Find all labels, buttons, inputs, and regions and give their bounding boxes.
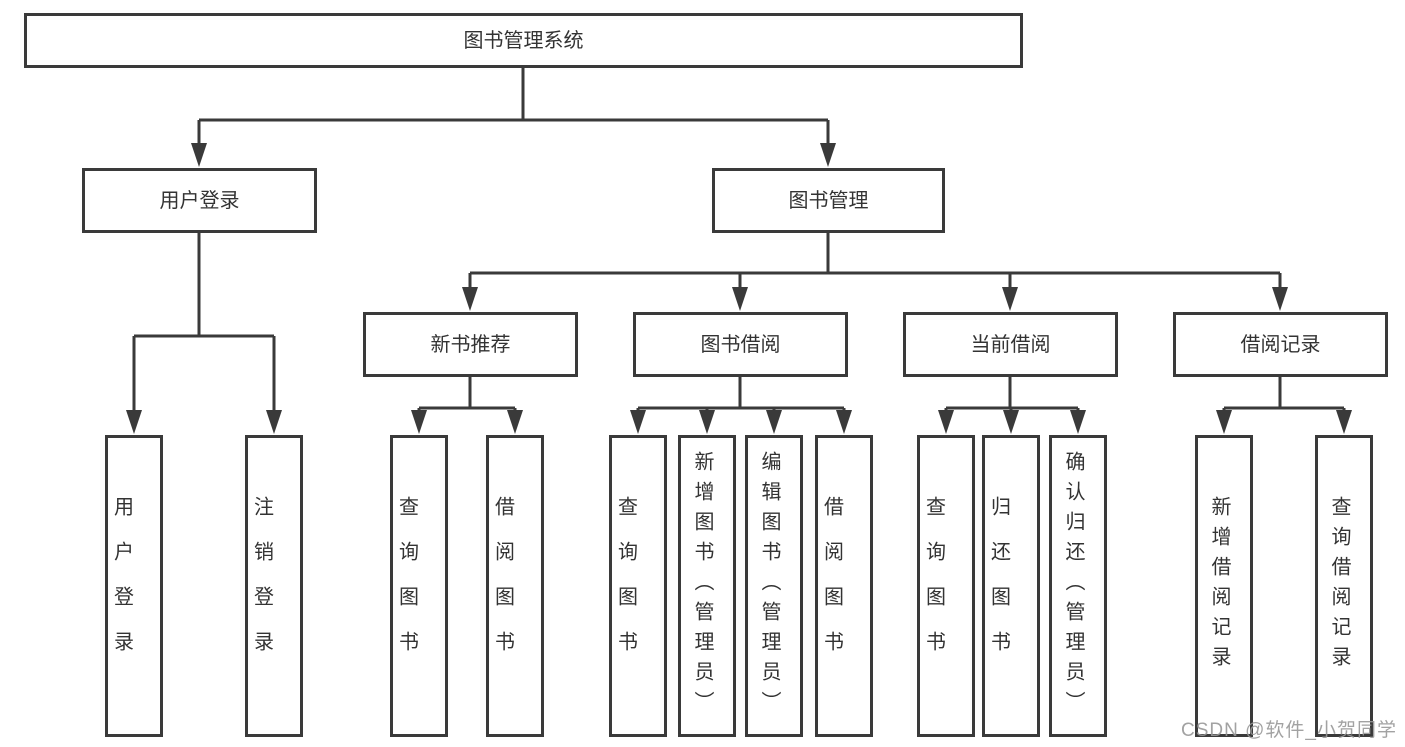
leaf-logout: 注销登录: [245, 435, 303, 737]
leaf-return-book: 归还图书: [982, 435, 1040, 737]
leaf-edit-book-admin: 编辑图书（管理员）: [745, 435, 803, 737]
node-label: 查询借阅记录: [1328, 496, 1350, 676]
node-label: 借阅记录: [1240, 333, 1321, 356]
node-book-borrowing: 图书借阅: [633, 312, 848, 377]
node-book-management: 图书管理: [712, 168, 945, 233]
node-borrowing-records: 借阅记录: [1173, 312, 1388, 377]
leaf-borrow-books-borrowing: 借阅图书: [815, 435, 873, 737]
csdn-watermark: CSDN @软件_小贺同学: [1181, 720, 1397, 741]
leaf-confirm-return-admin: 确认归还（管理员）: [1049, 435, 1107, 737]
node-label: 归还图书: [987, 496, 1010, 676]
leaf-query-books-current: 查询图书: [917, 435, 975, 737]
node-label: 新增借阅记录: [1208, 496, 1230, 676]
node-label: 查询图书: [395, 496, 418, 676]
node-label: 借阅图书: [820, 496, 843, 676]
node-label: 当前借阅: [970, 333, 1051, 356]
node-label: 用户登录: [159, 189, 240, 212]
leaf-borrow-books-recommend: 借阅图书: [486, 435, 544, 737]
node-label: 编辑图书（管理员）: [758, 451, 780, 721]
leaf-query-books-borrowing: 查询图书: [609, 435, 667, 737]
node-new-book-recommendation: 新书推荐: [363, 312, 578, 377]
node-library-management-system: 图书管理系统: [24, 13, 1023, 68]
node-current-borrowing: 当前借阅: [903, 312, 1118, 377]
leaf-add-book-admin: 新增图书（管理员）: [678, 435, 736, 737]
node-label: 借阅图书: [491, 496, 514, 676]
leaf-query-books-recommend: 查询图书: [390, 435, 448, 737]
node-label: 用户登录: [110, 496, 133, 676]
node-label: 图书借阅: [700, 333, 781, 356]
node-label: 新增图书（管理员）: [691, 451, 713, 721]
node-user-login: 用户登录: [82, 168, 317, 233]
node-label: 确认归还（管理员）: [1062, 451, 1084, 721]
node-label: 图书管理: [788, 189, 869, 212]
node-label: 查询图书: [922, 496, 945, 676]
node-label: 新书推荐: [430, 333, 511, 356]
leaf-user-login: 用户登录: [105, 435, 163, 737]
node-label: 注销登录: [250, 496, 273, 676]
node-label: 图书管理系统: [463, 29, 584, 52]
leaf-add-borrow-record: 新增借阅记录: [1195, 435, 1253, 737]
leaf-query-borrow-record: 查询借阅记录: [1315, 435, 1373, 737]
node-label: 查询图书: [614, 496, 637, 676]
